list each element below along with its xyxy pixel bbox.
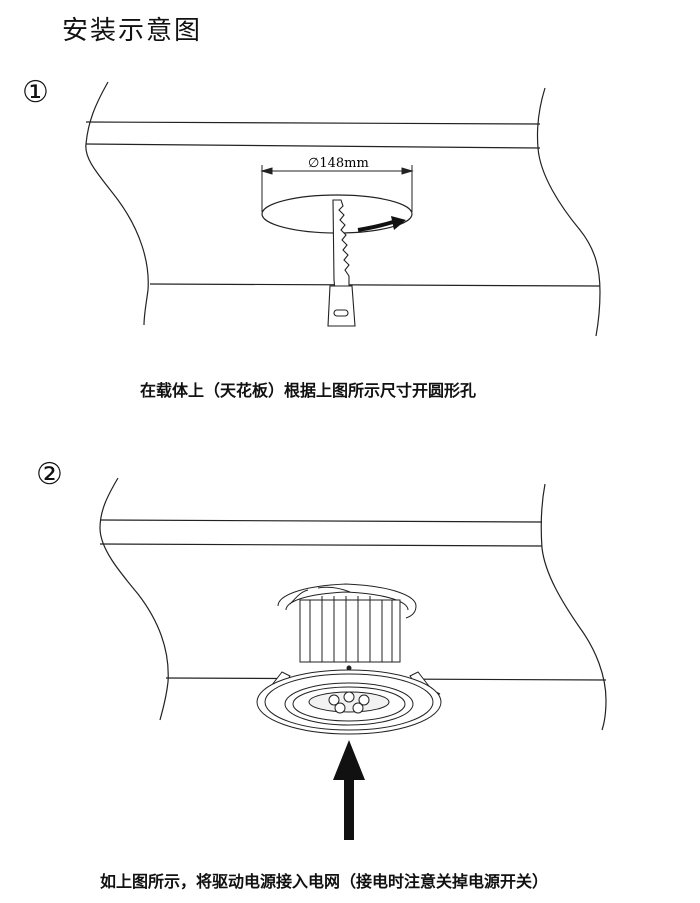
- step-2-caption: 如上图所示，将驱动电源接入电网（接电时注意关掉电源开关）: [100, 872, 549, 891]
- step-1-caption: 在载体上（天花板）根据上图所示尺寸开圆形孔: [140, 381, 477, 400]
- page-title: 安装示意图: [62, 16, 203, 46]
- ceiling-panel-2: [99, 477, 607, 731]
- saw-blade-icon: [327, 199, 356, 327]
- dimension-line: [260, 165, 414, 212]
- ceiling-panel-1: [85, 81, 601, 337]
- step-2-number: ②: [36, 457, 63, 492]
- downlight-fixture: [256, 583, 442, 735]
- step-1-number: ①: [22, 75, 49, 110]
- dimension-label: ∅148mm: [308, 156, 369, 171]
- rotation-arrow-icon: [357, 216, 406, 232]
- up-arrow-icon: [333, 740, 365, 840]
